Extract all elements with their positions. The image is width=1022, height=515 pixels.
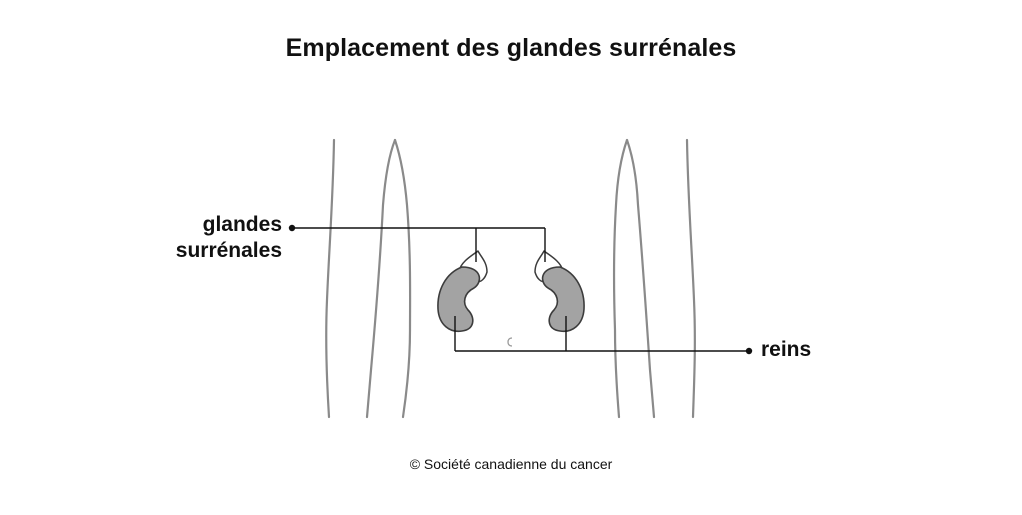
right-arm-inner-outline [625, 138, 656, 419]
small-grey-mark [507, 337, 513, 347]
kidneys-label: reins [761, 338, 812, 361]
kidneys [437, 266, 585, 333]
left-arm-outer-outline [325, 138, 336, 419]
left-torso-outline [393, 138, 412, 419]
copyright-notice: © Société canadienne du cancer [409, 456, 613, 472]
adrenal-glands-label: glandes surrénales [176, 212, 282, 264]
kidney-leader-endpoint [745, 347, 753, 355]
right-torso-outline [612, 138, 629, 419]
leader-lines [292, 227, 749, 352]
adrenal-leader-endpoint [288, 224, 296, 232]
body-outline [325, 138, 696, 419]
adrenal-glands-label-line-1: glandes [202, 213, 282, 236]
diagram-title: Emplacement des glandes surrénales [285, 34, 737, 62]
right-arm-outer-outline [685, 138, 696, 419]
right-kidney-icon [541, 266, 585, 333]
left-arm-inner-outline [365, 138, 397, 419]
left-kidney-icon [437, 266, 481, 333]
adrenal-glands-label-line-2: surrénales [175, 239, 282, 262]
